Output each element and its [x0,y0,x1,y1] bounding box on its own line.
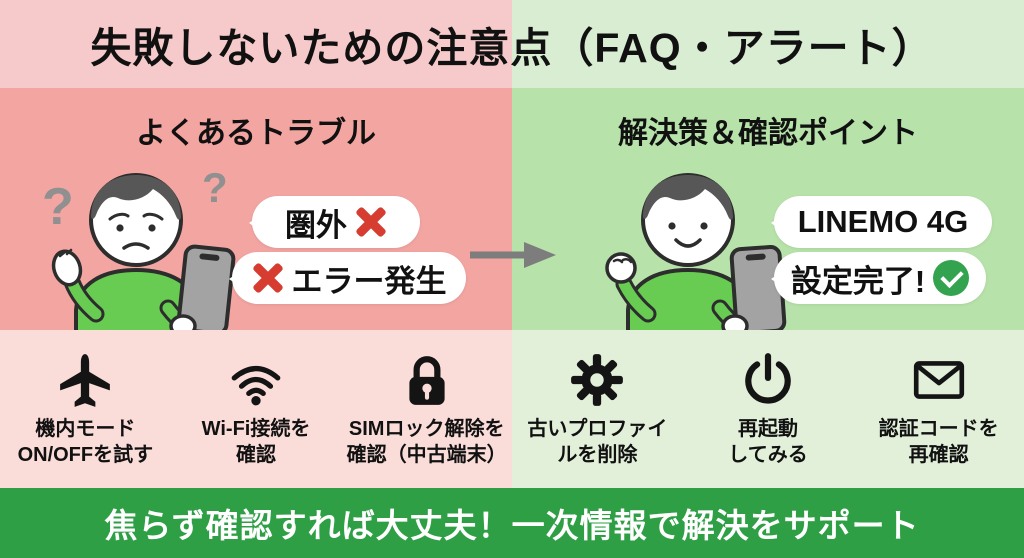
speech-bubble-linemo-text: LINEMO 4G [797,204,969,239]
trouble-tips-row: 機内モード ON/OFFを試す Wi-Fi接続 [0,330,512,488]
tip-verify-code: 認証コードを 再確認 [853,330,1024,488]
power-icon [683,344,854,416]
tip-label-line: 再確認 [908,444,969,466]
tip-label-line: SIMロック解除を [348,418,505,440]
speech-bubble-error: エラー発生 [229,252,466,304]
speech-bubble-no-signal: 圏外 [249,196,420,248]
sim-lock-icon [341,344,512,416]
speech-bubble-linemo: LINEMO 4G [771,196,992,248]
tip-label-line: ON/OFFを試す [17,444,154,466]
tip-sim-unlock: SIMロック解除を 確認（中古端末） [341,330,512,488]
speech-bubble-error-text: エラー発生 [291,263,447,299]
tip-restart: 再起動 してみる [683,330,854,488]
solution-tips-row: 古いプロファイ ルを削除 再起動 してみる [512,330,1024,488]
gear-icon [512,344,683,416]
speech-bubble-no-signal-text: 圏外 [285,207,347,243]
transition-arrow-icon [468,240,558,275]
footer-message: 焦らず確認すれば大丈夫！一次情報で解決をサポート [104,507,920,544]
tip-label-line: してみる [728,444,808,466]
tip-wifi-check: Wi-Fi接続を 確認 [171,330,342,488]
error-x-icon [355,206,387,238]
happy-person-illustration [605,173,787,344]
tip-airplane-mode: 機内モード ON/OFFを試す [0,330,171,488]
tip-label-line: 古いプロファイ [527,418,668,440]
solution-panel-title: 解決策＆確認ポイント [618,117,918,150]
speech-bubble-setup-done-text: 設定完了! [790,263,926,299]
page-title: 失敗しないための注意点（FAQ・アラート） [90,25,934,71]
check-circle-icon [933,260,970,296]
tip-label-line: 確認 [236,444,276,466]
confused-person-illustration: ? ? [42,164,236,344]
header: 失敗しないための注意点（FAQ・アラート） [0,0,1024,88]
svg-text:?: ? [42,178,74,236]
airplane-icon [0,344,171,416]
tip-label-line: ルを削除 [557,444,638,466]
tip-label-line: 機内モード [35,418,136,440]
tip-label-line: 認証コードを [878,418,999,440]
wifi-icon [171,344,342,416]
trouble-panel-title: よくあるトラブル [136,117,376,150]
footer-banner: 焦らず確認すれば大丈夫！一次情報で解決をサポート [0,488,1024,558]
tip-label-line: 再起動 [738,418,798,440]
tip-delete-profile: 古いプロファイ ルを削除 [512,330,683,488]
tip-label-line: Wi-Fi接続を [201,418,311,440]
mail-icon [853,344,1024,416]
tips-section: 機内モード ON/OFFを試す Wi-Fi接続 [0,330,1024,488]
tip-label-line: 確認（中古端末） [346,444,507,466]
error-x-icon [252,262,284,294]
speech-bubble-setup-done: 設定完了! [771,252,986,304]
svg-text:?: ? [202,164,228,211]
